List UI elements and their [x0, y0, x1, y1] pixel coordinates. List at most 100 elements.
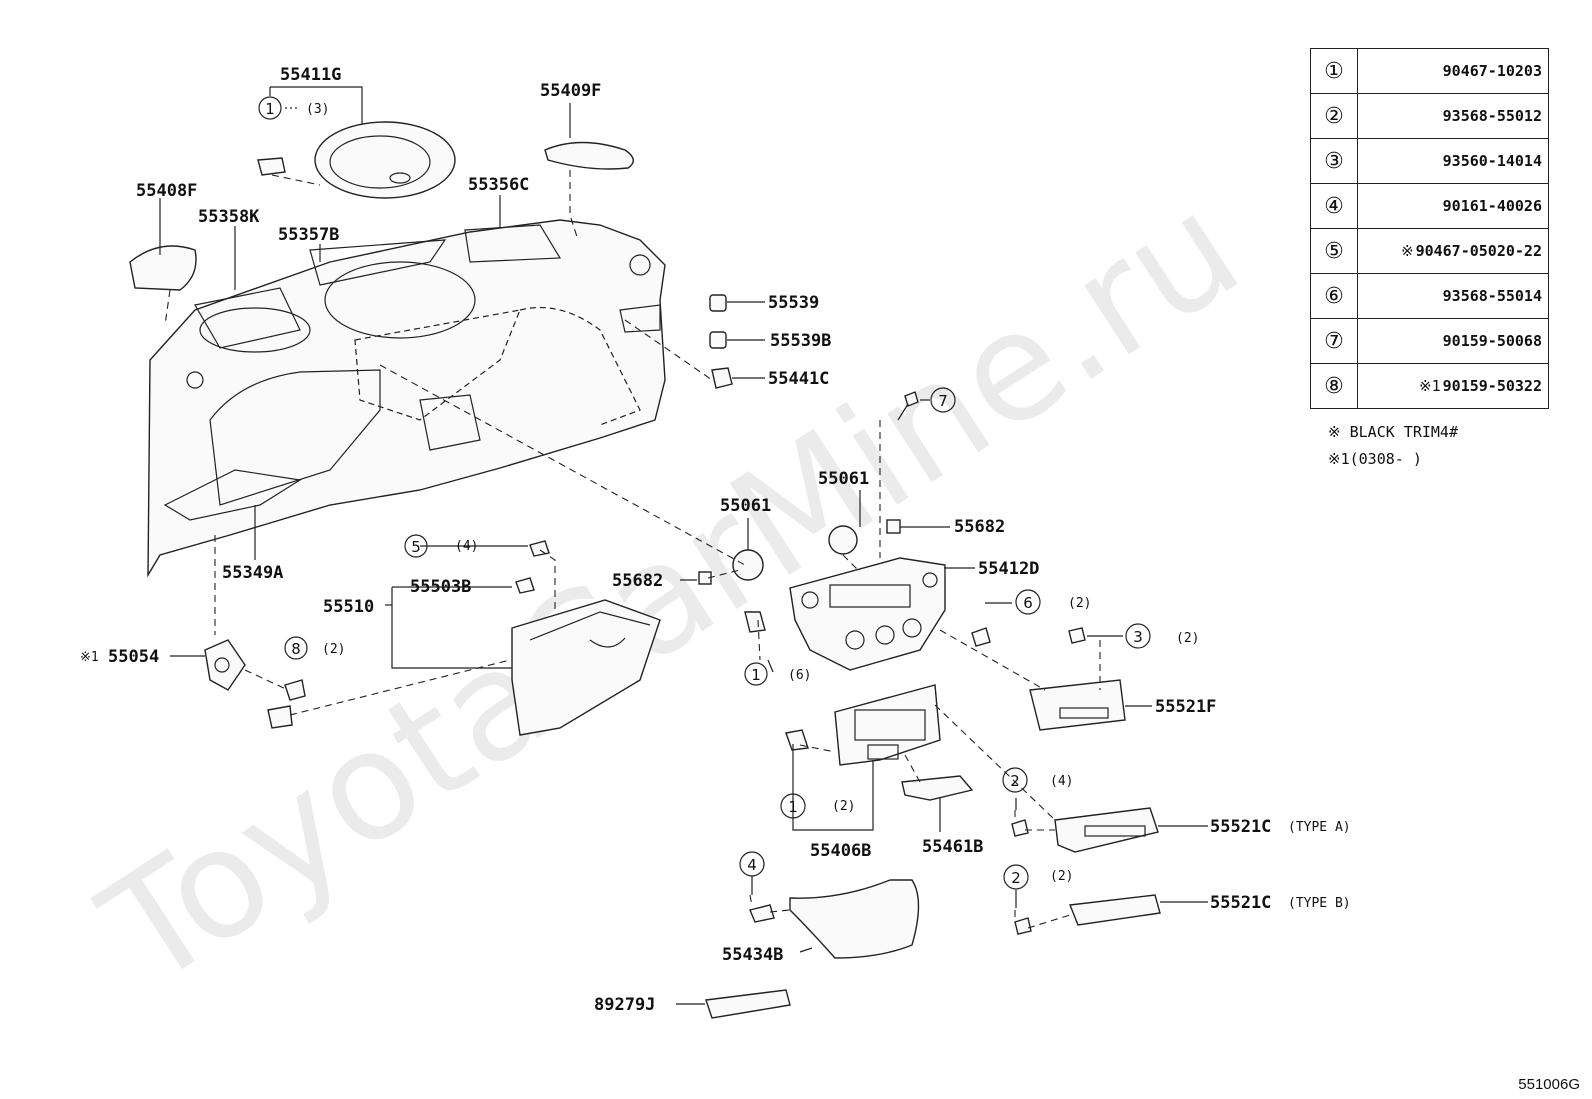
part-55054-shape [204, 639, 246, 691]
ref-part-number-cell: 93560-14014 [1357, 138, 1549, 184]
svg-text:1: 1 [265, 100, 275, 118]
suffix-type-b: (TYPE B) [1288, 896, 1351, 911]
ref-part-number: 90159-50068 [1442, 332, 1542, 350]
ref-circled-number: ③ [1310, 138, 1358, 184]
qty-2-4: (4) [1050, 774, 1073, 789]
clip-1-6-shape [744, 611, 766, 633]
ref-part-number-cell: 90161-40026 [1357, 183, 1549, 229]
label-55682-right: 55682 [954, 517, 1005, 537]
diagram-code: 551006G [1518, 1076, 1580, 1093]
assembly-lines [164, 170, 1101, 929]
part-55434B-shape [789, 879, 920, 959]
svg-text:1: 1 [788, 798, 798, 816]
circled-ref-5: 5 [404, 534, 428, 558]
ref-part-number-cell: ※90467-05020-22 [1357, 228, 1549, 274]
ref-part-number: 93568-55014 [1442, 287, 1542, 305]
ref-table-row: ④ 90161-40026 [1310, 183, 1549, 229]
qty-8-2: (2) [322, 642, 345, 657]
svg-text:2: 2 [1011, 869, 1021, 887]
label-55061-right: 55061 [818, 469, 869, 489]
qty-6-2: (2) [1068, 596, 1091, 611]
part-55521C-type-b-shape [1069, 894, 1161, 926]
ref-circled-number: ⑦ [1310, 318, 1358, 364]
instrument-panel-body [147, 219, 666, 578]
ref-part-number: 93560-14014 [1442, 152, 1542, 170]
circled-ref-1-top: 1 [258, 96, 282, 120]
circled-ref-6: 6 [1015, 589, 1041, 615]
label-55356C: 55356C [468, 175, 529, 195]
svg-text:2: 2 [1010, 772, 1020, 790]
ref-part-number: 93568-55012 [1442, 107, 1542, 125]
part-55461B-shape [901, 775, 974, 801]
ref-circled-number: ⑤ [1310, 228, 1358, 274]
screw-5-shape [529, 540, 550, 557]
circled-ref-1-lower: 1 [780, 793, 806, 819]
part-55412D-shape [789, 557, 946, 671]
circled-ref-2-upper: 2 [1002, 767, 1028, 793]
ref-part-number: 90467-10203 [1442, 62, 1542, 80]
qty-5-4: (4) [455, 539, 478, 554]
part-55682-left-shape [698, 571, 712, 585]
screw-3-shape [1068, 627, 1086, 644]
svg-text:3: 3 [1133, 628, 1143, 646]
part-55408F-shape [129, 245, 197, 291]
ref-part-number-cell: 93568-55012 [1357, 93, 1549, 139]
label-55461B: 55461B [922, 837, 983, 857]
ref-circled-number: ① [1310, 48, 1358, 94]
part-55682-right-shape [886, 519, 901, 534]
clip-shape [257, 157, 286, 176]
label-55358K: 55358K [198, 207, 260, 227]
note-black-trim: ※ BLACK TRIM4# [1328, 423, 1458, 441]
part-55061-right-shape [828, 525, 858, 555]
ref-mark: ※1 [1419, 377, 1441, 395]
screw-4-shape [749, 904, 775, 923]
ref-part-number: 90161-40026 [1442, 197, 1542, 215]
ref-table-row: ③ 93560-14014 [1310, 138, 1549, 184]
qty-1-3: (3) [306, 102, 329, 117]
part-55521F-shape [1029, 679, 1126, 731]
svg-text:4: 4 [747, 856, 757, 874]
qty-1-6: (6) [788, 668, 811, 683]
part-55521C-type-a-shape [1054, 807, 1159, 853]
qty-2-2: (2) [1050, 869, 1073, 884]
label-55521C-type-a: 55521C [1210, 817, 1271, 837]
svg-text:7: 7 [938, 392, 948, 410]
suffix-type-a: (TYPE A) [1288, 820, 1351, 835]
label-55503B: 55503B [410, 577, 471, 597]
part-55441C-shape [711, 367, 733, 389]
label-55441C: 55441C [768, 369, 829, 389]
qty-3-2: (2) [1176, 631, 1199, 646]
part-55510-shape [511, 599, 661, 736]
clip-1-2-shape [785, 729, 809, 751]
label-55409F: 55409F [540, 81, 601, 101]
ref-circled-number: ② [1310, 93, 1358, 139]
label-55434B: 55434B [722, 945, 783, 965]
label-55682-left: 55682 [612, 571, 663, 591]
screw-2b-shape [1014, 917, 1032, 935]
label-55510: 55510 [323, 597, 374, 617]
ref-circled-number: ④ [1310, 183, 1358, 229]
ref-table-row: ① 90467-10203 [1310, 48, 1549, 94]
latch-shape [267, 705, 293, 729]
note-date-range: ※1(0308- ) [1328, 450, 1422, 468]
ref-table-row: ⑤※90467-05020-22 [1310, 228, 1549, 274]
ref-part-number-cell: 90467-10203 [1357, 48, 1549, 94]
circled-ref-7: 7 [930, 387, 956, 413]
svg-text:1: 1 [751, 666, 761, 684]
label-55408F: 55408F [136, 181, 197, 201]
ref-table-row: ② 93568-55012 [1310, 93, 1549, 139]
label-55521F: 55521F [1155, 697, 1216, 717]
part-55409F-shape [544, 141, 634, 170]
screw-6-shape [971, 627, 991, 647]
ref-circled-number: ⑥ [1310, 273, 1358, 319]
label-55349A: 55349A [222, 563, 283, 583]
circled-ref-3: 3 [1125, 623, 1151, 649]
part-89279J-shape [705, 989, 791, 1019]
svg-text:6: 6 [1023, 594, 1033, 612]
label-55061-left: 55061 [720, 496, 771, 516]
label-89279J: 89279J [594, 995, 655, 1015]
ref-part-number-cell: 93568-55014 [1357, 273, 1549, 319]
circled-ref-4: 4 [739, 851, 765, 877]
